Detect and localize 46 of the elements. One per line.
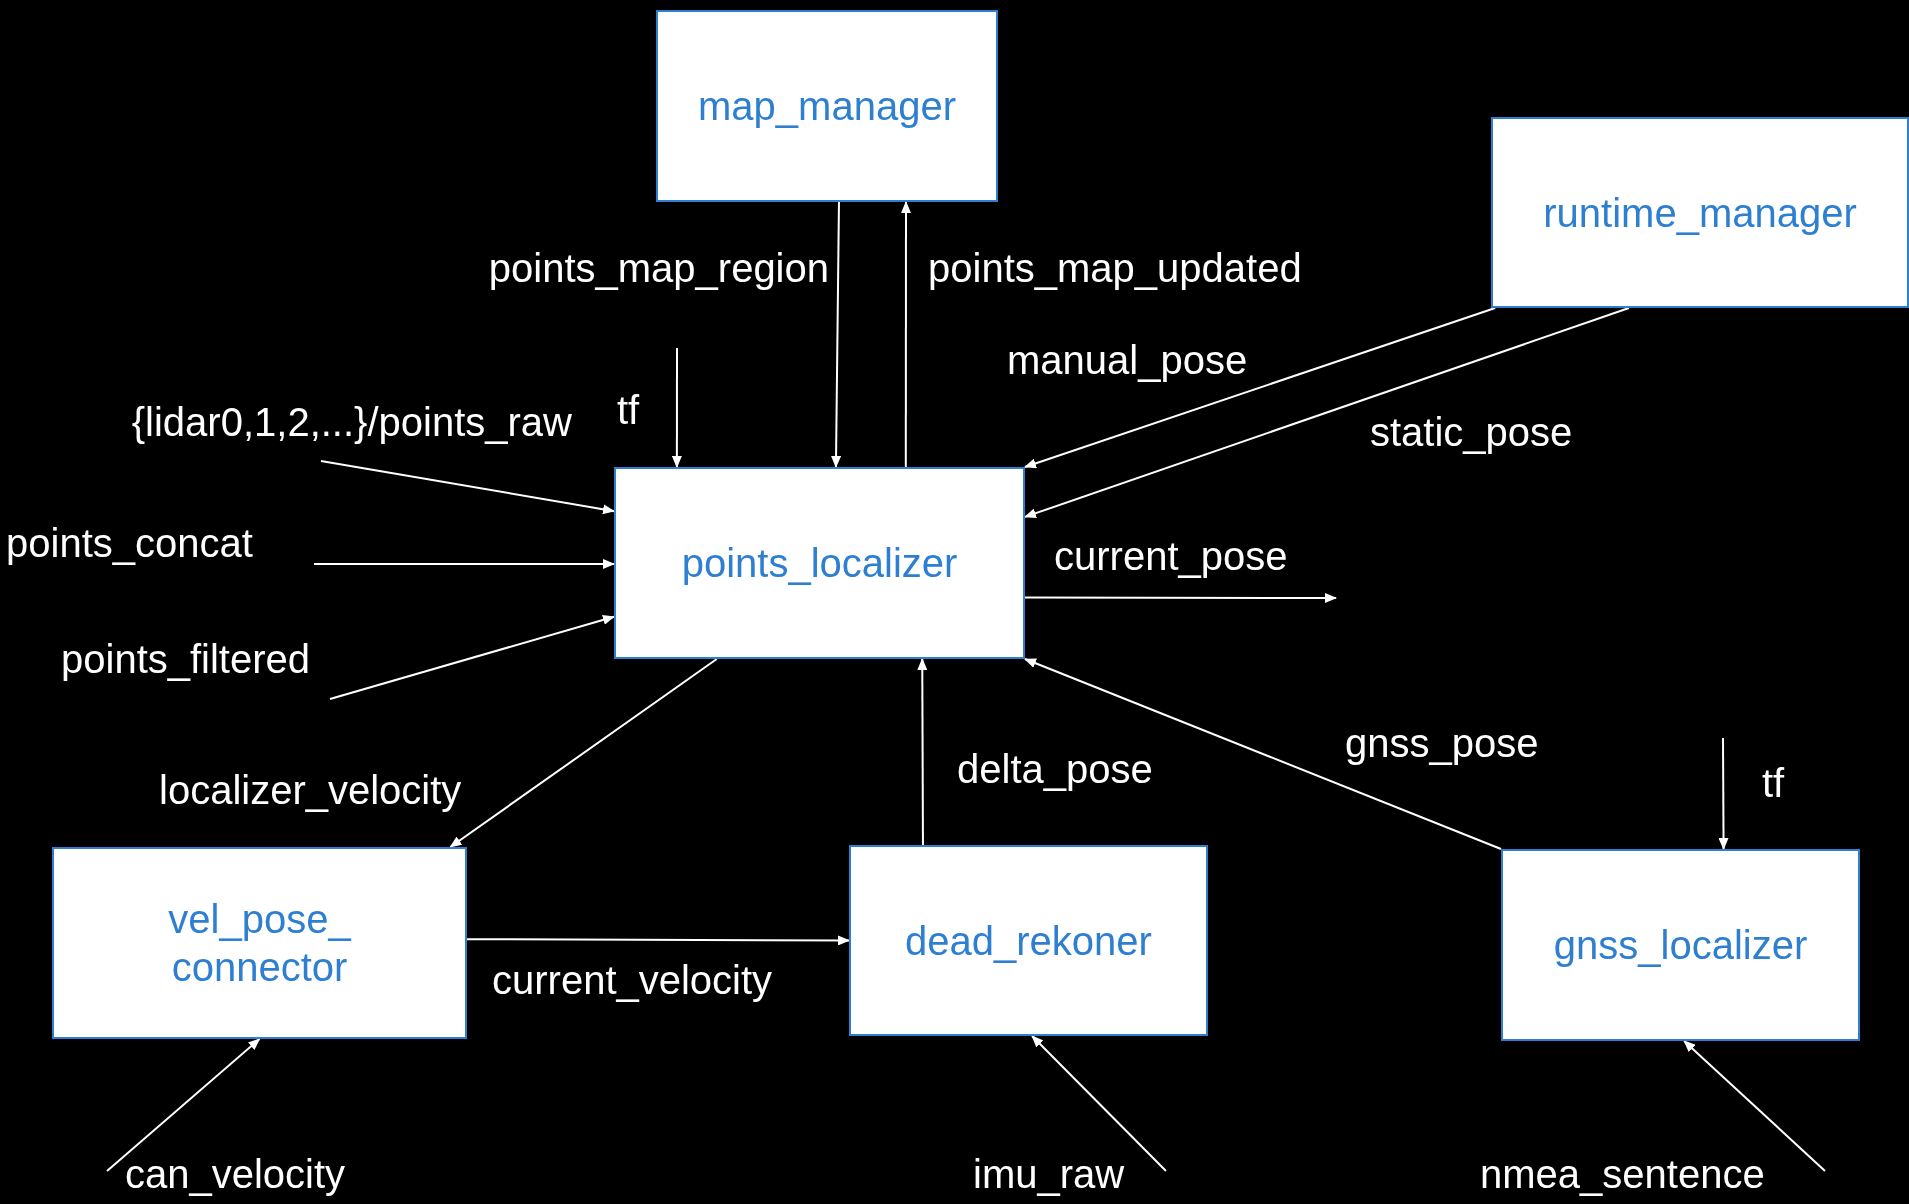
edge-label: nmea_sentence [1480, 1151, 1765, 1198]
arrow [671, 347, 682, 468]
arrow [901, 201, 911, 468]
edge-label: current_pose [1054, 533, 1288, 580]
arrow [1024, 658, 1502, 850]
arrow [313, 558, 615, 569]
node-label: map_manager [698, 83, 956, 130]
process-box [614, 467, 1025, 659]
arrow [329, 615, 615, 700]
arrow [106, 1038, 261, 1172]
arrow [320, 460, 615, 515]
process-box [52, 847, 467, 1039]
arrow [1718, 737, 1729, 850]
process-box [849, 845, 1208, 1036]
edge-label: points_map_updated [928, 245, 1302, 292]
arrow [1031, 1035, 1167, 1172]
node-label: points_localizer [681, 540, 958, 587]
node-label: vel_pose_ connector [167, 896, 353, 991]
edge-label: gnss_pose [1345, 720, 1539, 767]
edge-label: points_filtered [61, 636, 311, 683]
arrow [917, 658, 928, 846]
process-box [1491, 117, 1909, 308]
arrow [1024, 307, 1630, 519]
edge-label: points_map_region [488, 245, 829, 292]
edge-label: delta_pose [957, 746, 1153, 793]
arrow [1024, 307, 1497, 469]
arrow [1683, 1040, 1826, 1172]
edge-label: can_velocity [125, 1151, 346, 1198]
node-label: dead_rekoner [905, 917, 1152, 965]
edge-label: current_velocity [492, 957, 773, 1004]
edge-label: tf [1762, 760, 1785, 807]
edge-label: points_concat [6, 520, 253, 567]
edge-label: localizer_velocity [159, 767, 462, 814]
arrow [1024, 593, 1337, 603]
process-box [656, 10, 998, 202]
edge-label: {lidar0,1,2,...}/points_raw [131, 399, 572, 446]
edge-label: static_pose [1370, 409, 1573, 456]
edge-label: tf [617, 387, 640, 434]
node-label: gnss_localizer [1553, 922, 1808, 969]
arrow [466, 935, 850, 946]
process-box [1501, 849, 1860, 1041]
arrow [831, 201, 842, 468]
edge-label: manual_pose [1007, 337, 1248, 384]
node-label: runtime_manager [1543, 189, 1857, 237]
edge-label: imu_raw [973, 1151, 1125, 1198]
arrow [449, 658, 718, 848]
